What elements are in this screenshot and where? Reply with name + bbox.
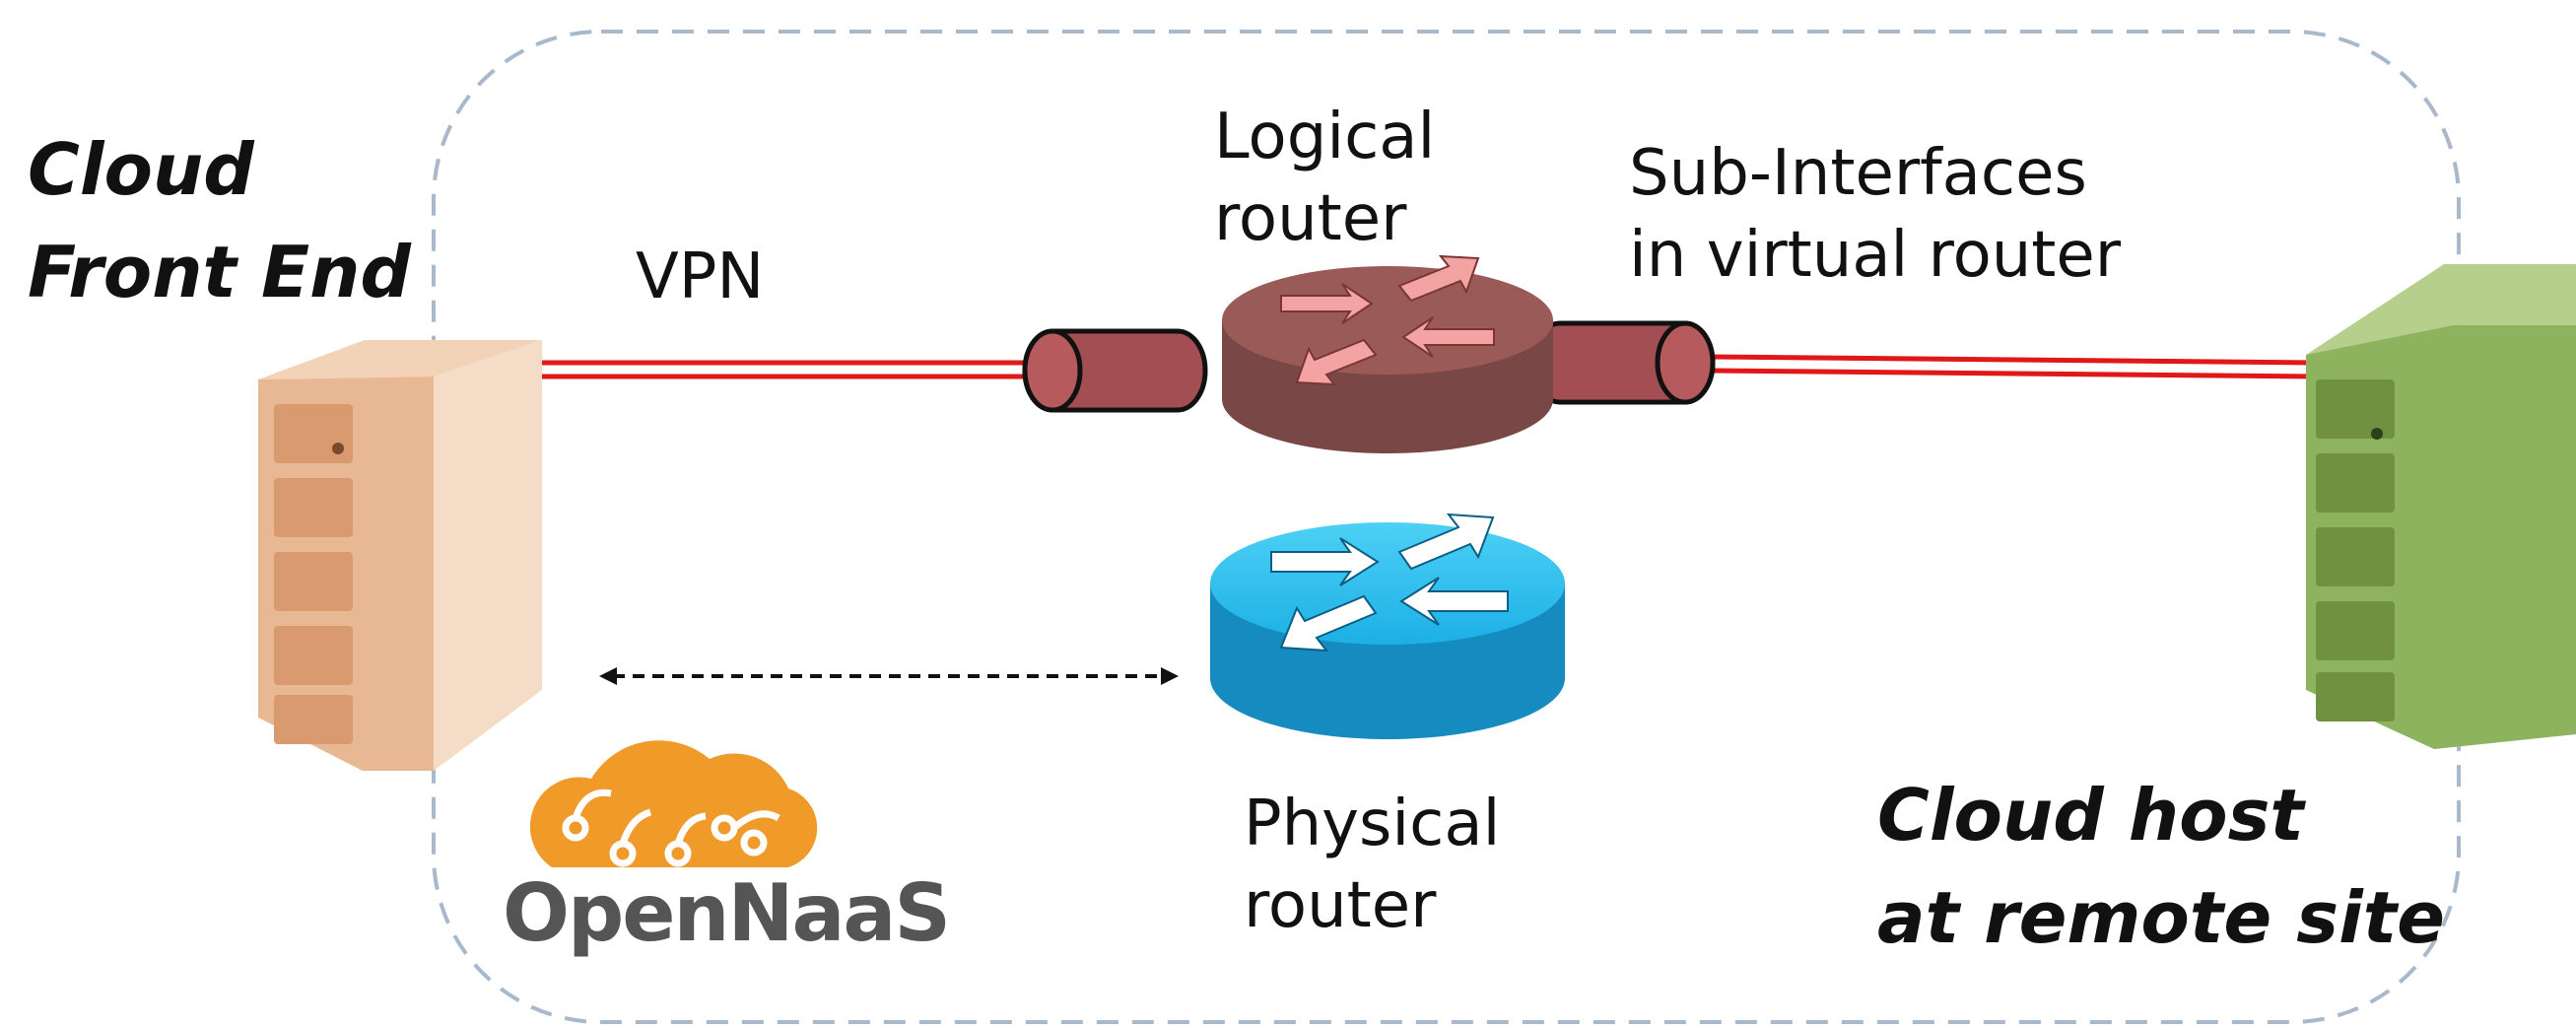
physical-router-icon bbox=[1210, 513, 1565, 739]
sub-interfaces-label-line1: Sub-Interfaces bbox=[1629, 137, 2087, 210]
sub-interfaces-label-line2: in virtual router bbox=[1629, 219, 2122, 293]
opennaas-logo-icon bbox=[529, 740, 818, 867]
tunnel-left-icon bbox=[1022, 328, 1208, 413]
cloud-front-end-label: Cloud Front End bbox=[28, 118, 411, 324]
remote-cloud-host-server-icon bbox=[2306, 264, 2576, 749]
front-end-label-line1: Cloud bbox=[28, 128, 254, 211]
physical-router-label-line1: Physical bbox=[1244, 788, 1501, 860]
front-end-label-line2: Front End bbox=[28, 231, 411, 314]
opennaas-logo-text: OpenNaaS bbox=[503, 867, 951, 959]
vpn-label: VPN bbox=[636, 240, 765, 313]
remote-host-label: Cloud host at remote site bbox=[1877, 764, 2445, 970]
remote-host-label-line1: Cloud host bbox=[1877, 774, 2304, 857]
physical-router-label-line2: router bbox=[1244, 869, 1437, 943]
logical-router-label-line2: router bbox=[1214, 182, 1407, 256]
tunnel-right-icon bbox=[1529, 320, 1716, 405]
management-link-arrow bbox=[599, 667, 1179, 685]
logical-router-label-line1: Logical bbox=[1214, 101, 1436, 173]
vpn-link-left bbox=[542, 360, 1025, 379]
logical-router-label: Logical router bbox=[1214, 97, 1435, 260]
physical-router-label: Physical router bbox=[1244, 784, 1500, 947]
cloud-front-end-server-icon bbox=[258, 340, 542, 771]
sub-interfaces-label: Sub-Interfaces in virtual router bbox=[1629, 133, 2121, 297]
logical-router-icon bbox=[1222, 254, 1553, 453]
vpn-link-right bbox=[1709, 354, 2317, 379]
remote-host-label-line2: at remote site bbox=[1877, 876, 2445, 960]
